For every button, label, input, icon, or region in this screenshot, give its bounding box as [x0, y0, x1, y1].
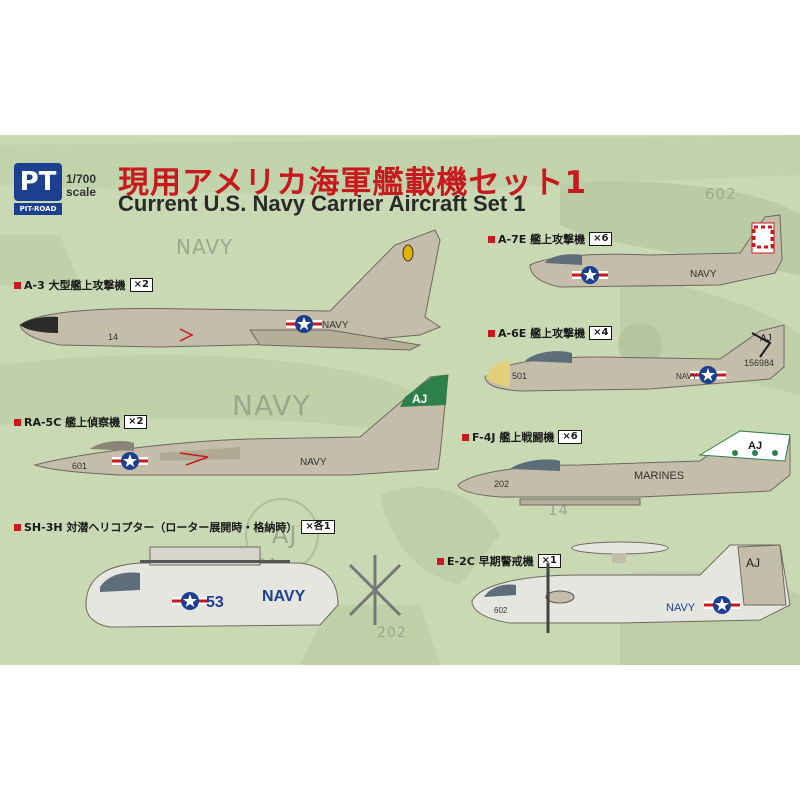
- label-a6e-text: A-6E 艦上攻撃機: [498, 327, 586, 340]
- ra5c-aj-marking: AJ: [412, 392, 427, 406]
- label-f4j-qty: ×6: [558, 430, 582, 444]
- red-square-bullet: [488, 235, 495, 243]
- pit-road-logo: PT PIT-ROAD: [14, 163, 62, 215]
- f4j-202-marking: 202: [494, 479, 509, 489]
- title-japanese: 現用アメリカ海軍艦載機セット1: [118, 165, 588, 201]
- label-f4j: F-4J 艦上戦闘機 ×6: [462, 429, 582, 445]
- sh3h-53-marking: 53: [206, 594, 224, 611]
- red-square-bullet: [437, 557, 444, 565]
- e2c-navy-marking: NAVY: [666, 602, 696, 614]
- scale-line-2: scale: [66, 185, 97, 199]
- f4j-phantom-illustration: AJ MARINES 202: [457, 430, 791, 506]
- a6e-aj-marking: AJ: [760, 333, 772, 344]
- a6e-intruder-illustration: NAVY 501 156984 AJ: [484, 324, 785, 392]
- logo-badge: PT: [14, 163, 62, 201]
- a6e-156984-marking: 156984: [744, 358, 774, 368]
- label-a7e: A-7E 艦上攻撃機 ×6: [488, 231, 613, 247]
- label-e2c-text: E-2C 早期警戒機: [447, 555, 534, 568]
- red-square-bullet: [14, 523, 21, 531]
- sh3h-seaking-illustration: 53 NAVY: [85, 546, 402, 628]
- label-sh3h-qty: ×各1: [301, 520, 335, 534]
- label-a3: A-3 大型艦上攻撃機 ×2: [14, 277, 153, 293]
- red-square-bullet: [462, 433, 469, 441]
- red-square-bullet: [488, 329, 495, 337]
- bg-202-text: 202: [377, 625, 407, 641]
- label-a3-text: A-3 大型艦上攻撃機: [24, 279, 126, 292]
- scale-line-1: 1/700: [66, 172, 97, 186]
- f4j-marines-marking: MARINES: [634, 470, 684, 482]
- label-ra5c-qty: ×2: [124, 415, 148, 429]
- bg-aj-text: AJ: [272, 521, 298, 549]
- label-a7e-text: A-7E 艦上攻撃機: [498, 233, 586, 246]
- a3-skywarrior-illustration: NAVY 14: [19, 229, 442, 351]
- logo-name: PIT-ROAD: [14, 203, 62, 215]
- label-sh3h: SH-3H 対潜ヘリコプター（ローター展開時・格納時） ×各1: [14, 519, 335, 535]
- label-ra5c: RA-5C 艦上偵察機 ×2: [14, 414, 148, 430]
- red-square-bullet: [14, 418, 21, 426]
- a3-14-marking: 14: [108, 332, 118, 342]
- red-square-bullet: [14, 281, 21, 289]
- bg-602-text: 602: [705, 185, 737, 203]
- ra5c-601-marking: 601: [72, 461, 87, 471]
- label-sh3h-text: SH-3H 対潜ヘリコプター（ローター展開時・格納時）: [24, 521, 298, 534]
- e2c-hawkeye-illustration: NAVY 602 AJ: [471, 541, 791, 633]
- label-a6e: A-6E 艦上攻撃機 ×4: [488, 325, 613, 341]
- label-a6e-qty: ×4: [589, 326, 613, 340]
- label-f4j-text: F-4J 艦上戦闘機: [472, 431, 555, 444]
- label-e2c-qty: ×1: [537, 554, 561, 568]
- box-art-panel: NAVY NAVY 602 156984 202 14 AJ PT PIT-RO…: [0, 135, 800, 665]
- title-english: Current U.S. Navy Carrier Aircraft Set 1: [118, 191, 526, 216]
- a7e-navy-marking: NAVY: [690, 269, 717, 280]
- label-a7e-qty: ×6: [589, 232, 613, 246]
- a3-navy-marking: NAVY: [322, 320, 349, 331]
- e2c-aj-marking: AJ: [746, 556, 760, 570]
- ra5c-navy-marking: NAVY: [300, 457, 327, 468]
- a7e-corsair-illustration: NAVY: [529, 214, 783, 288]
- a6e-501-marking: 501: [512, 371, 527, 381]
- scale-label: 1/700 scale: [66, 173, 96, 199]
- aircraft-illustrations: NAVY 14 AJ NAVY 601: [19, 214, 791, 633]
- label-e2c: E-2C 早期警戒機 ×1: [437, 553, 561, 569]
- ra5c-vigilante-illustration: AJ NAVY 601: [33, 374, 449, 476]
- f4j-aj-marking: AJ: [748, 440, 762, 452]
- label-a3-qty: ×2: [129, 278, 153, 292]
- e2c-602-marking: 602: [494, 606, 508, 615]
- sh3h-tail-rotor: [348, 555, 402, 625]
- a6e-navy-marking: NAVY: [676, 372, 698, 381]
- bg-navy-text-1: NAVY: [176, 235, 234, 259]
- label-ra5c-text: RA-5C 艦上偵察機: [24, 416, 121, 429]
- bg-navy-text-2: NAVY: [232, 389, 311, 422]
- sh3h-navy-marking: NAVY: [262, 588, 306, 605]
